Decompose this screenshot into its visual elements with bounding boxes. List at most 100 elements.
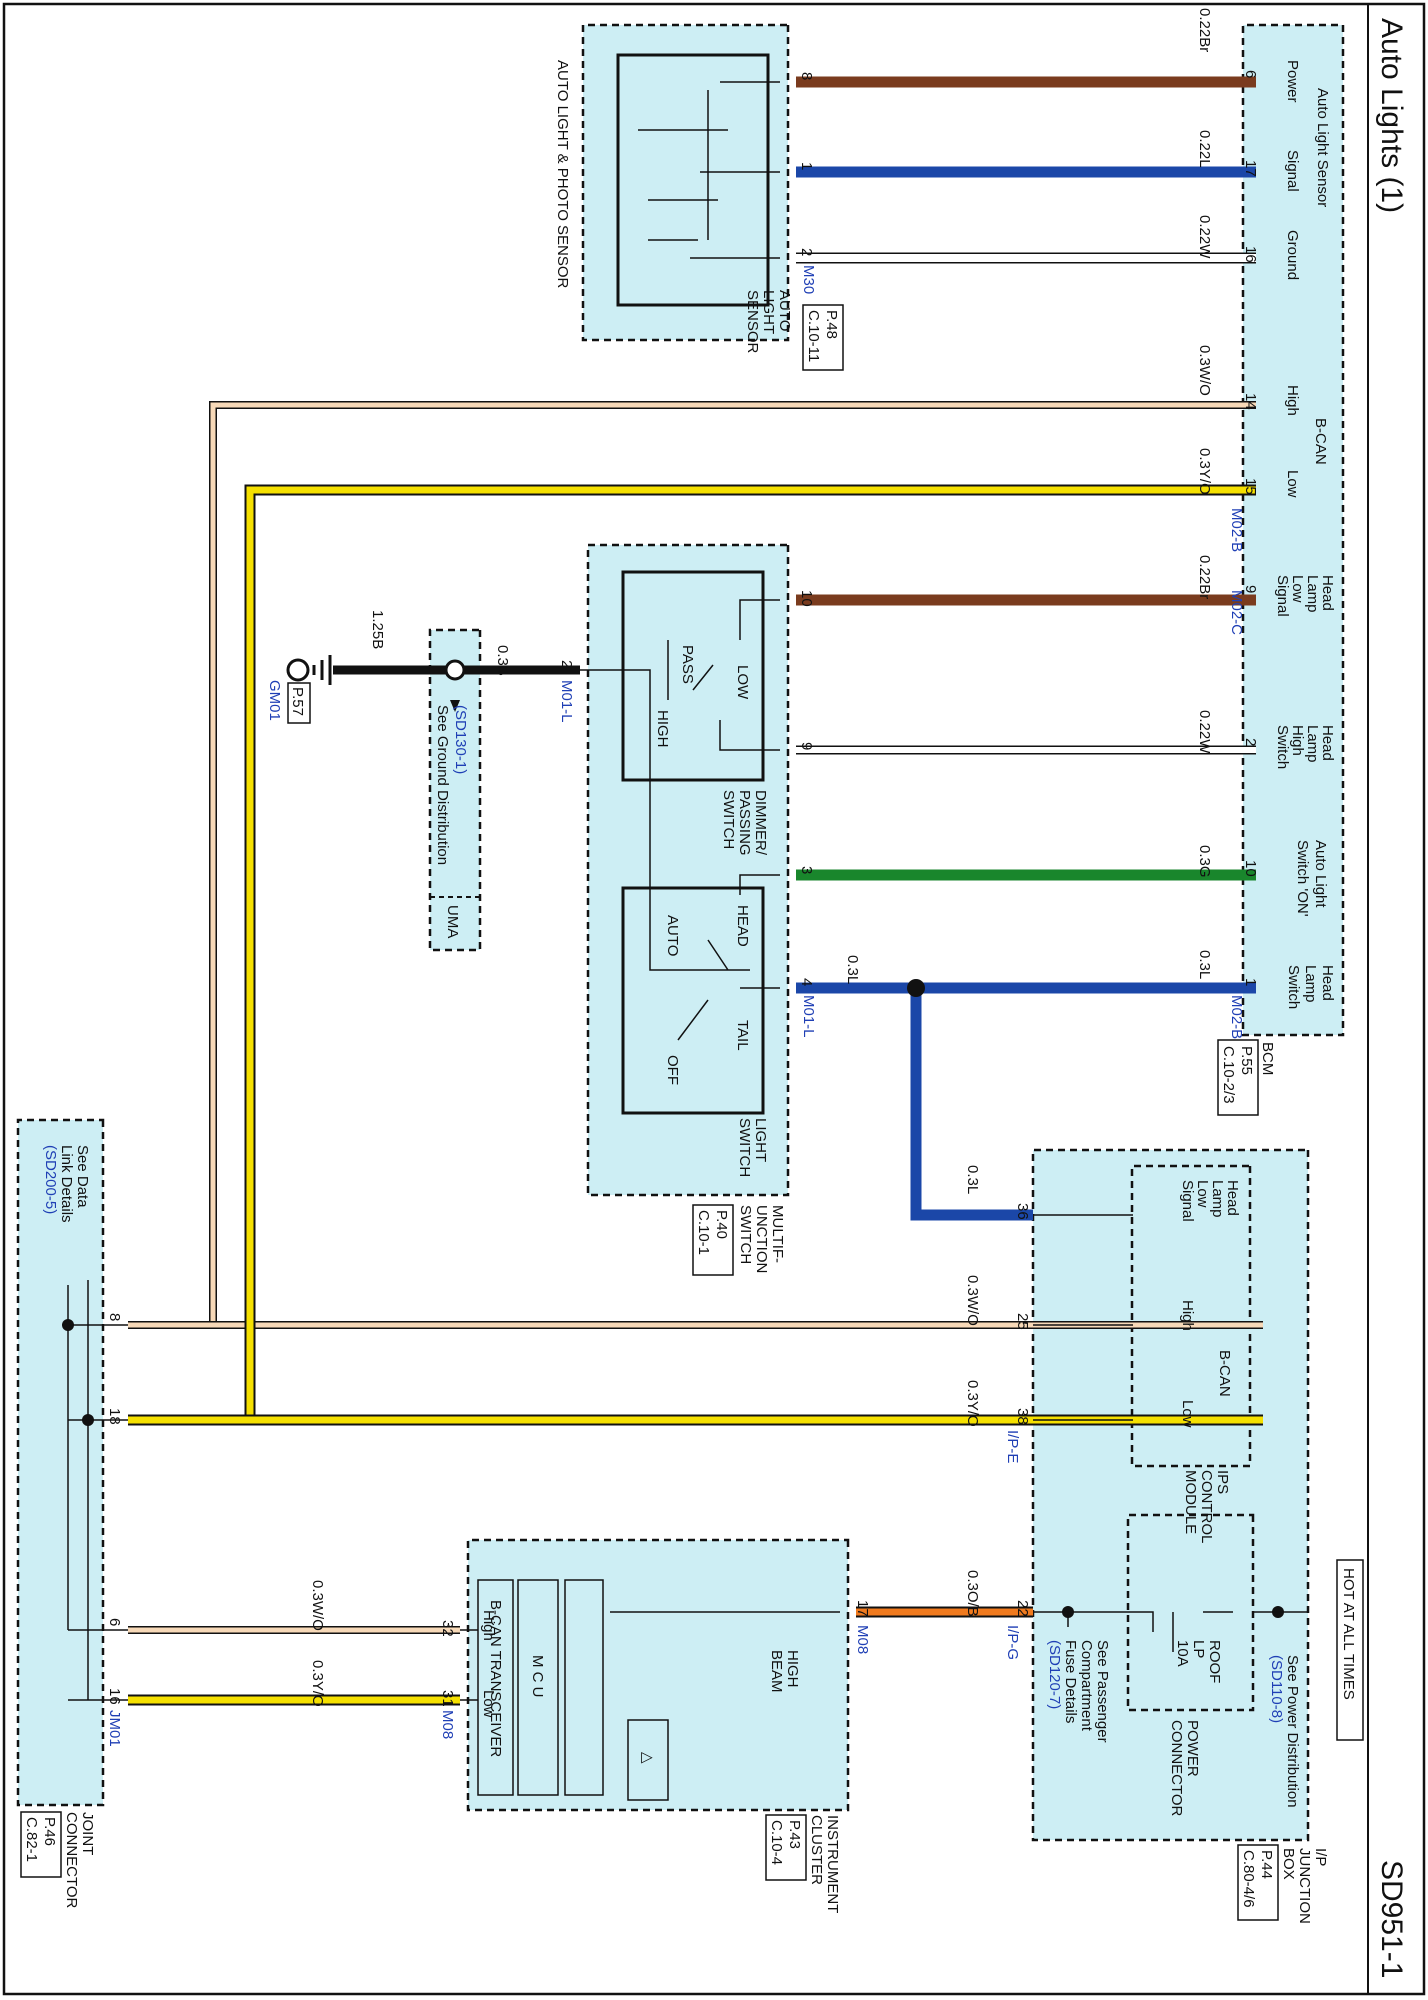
ips-conn-e: I/P-E [1004,1430,1021,1463]
junction-ref-1: P.44 [1258,1850,1275,1879]
wire-label-w6: 0.22Br [1196,555,1213,599]
mfs-name-3: SWITCH [737,1205,754,1264]
wire-label-g2: 1.25B [369,610,386,649]
bcm-bcan-group: B-CAN [1312,418,1329,465]
ips-hl-low-4: Signal [1179,1180,1196,1222]
ips-hl-low-3: Low [1194,1180,1211,1208]
mfs-low: LOW [734,665,751,700]
bcm-pin-14: 14 [1242,393,1259,410]
joint-pin-8: 8 [106,1313,123,1321]
wire-label-g1: 0.3B [494,645,511,676]
bcm-conn-m02c: M02-C [1228,590,1245,635]
mfs-light-1: LIGHT [752,1118,769,1162]
bcm-pin-1: 1 [1242,978,1259,986]
joint-internal-lines [62,1280,128,1701]
sensor-box [581,23,790,342]
joint-see-2: Link Details [58,1145,75,1223]
page-code: SD951-1 [1375,1860,1408,1978]
multifunction-switch-box [586,543,790,1197]
mfs-dimmer-1: DIMMER/ [752,790,769,856]
junction-ref-box [1237,1844,1279,1921]
junction-name-2: JUNCTION [1296,1848,1313,1924]
wire-label-w3: 0.22W [1196,215,1213,259]
joint-see-1: See Data [74,1145,91,1208]
bcm-hl-high-1: Head [1319,725,1336,761]
sensor-internal-lines [638,81,780,259]
ground-see-2: (SD130-1) [452,705,469,774]
bcm-auto-on-1: Auto Light [1312,840,1329,908]
wire-label-w7: 0.22W [1196,710,1213,754]
junction-ref-2: C.80-4/6 [1240,1850,1257,1908]
sensor-ref-2: C.10-11 [805,310,822,362]
cluster-name-2: CLUSTER [808,1815,825,1885]
cluster-mcu: M C U [529,1655,546,1698]
ips-hl-low-1: Head [1224,1180,1241,1216]
sensor-name: AUTO LIGHT & PHOTO SENSOR [554,60,571,289]
sensor-inner-3: SENSOR [744,290,761,354]
mfs-name-1: MULTIF- [769,1205,786,1263]
ips-pin-36: 36 [1014,1203,1031,1220]
cluster-internal-lines [460,1579,840,1801]
joint-pin-16: 16 [106,1688,123,1705]
mfs-ref-2: C.10-1 [695,1210,712,1255]
wire-headlamp-switch [796,979,1256,1221]
bcm-ref-box [1217,1039,1259,1116]
wire-label-w9: 0.3L [1196,950,1213,979]
joint-ref-1: P.46 [41,1817,58,1846]
bcm-high-label: High [1284,385,1301,416]
light-switch-box [621,886,765,1115]
mfs-auto: AUTO [664,915,681,956]
junction-name-3: BOX [1280,1848,1297,1880]
bcm-pin-9: 9 [1242,585,1259,593]
wire-ground-mfs [286,655,580,712]
mfs-conn-1: M01-L [558,680,575,723]
wire-label-w8: 0.3G [1196,845,1213,878]
pwr-conn-2: CONNECTOR [1168,1720,1185,1817]
sensor-pin-8: 8 [798,72,815,80]
bcm-conn-m02b-2: M02-B [1228,995,1245,1039]
mfs-ref-1: P.40 [713,1210,730,1239]
bcm-ref-2: C.10-2/3 [1220,1046,1237,1104]
ips-low: Low [1179,1400,1196,1428]
bcm-power-label: Power [1284,60,1301,103]
joint-conn: JM01 [106,1710,123,1747]
cluster-pin-32: 32 [439,1620,456,1637]
sensor-ref-1: P.48 [823,310,840,339]
mfs-pin-10: 10 [798,590,815,607]
bcm-signal-label: Signal [1284,150,1301,192]
mfs-head: HEAD [734,905,751,947]
wire-label-w5: 0.3Y/O [1196,448,1213,495]
hot-box [1336,1559,1364,1741]
wire-label-w16: 0.3Y/O [309,1660,326,1707]
sensor-inner-1: AUTO [776,290,793,331]
ips-hl-low-2: Lamp [1209,1180,1226,1218]
joint-connector-box [16,1118,105,1807]
mfs-internal-lines [580,599,780,1041]
sensor-conn: M30 [800,265,817,294]
mfs-tail: TAIL [734,1020,751,1051]
joint-name-2: CONNECTOR [63,1812,80,1909]
bcm-hl-low-2: Lamp [1304,575,1321,613]
bcm-hl-switch-3: Switch [1285,965,1302,1009]
cluster-high: High [480,1610,497,1641]
cluster-tri: △ [639,1752,656,1764]
mfs-pin-9: 9 [798,742,815,750]
bcm-pin-10: 10 [1242,860,1259,877]
see-fuse-4: (SD120-7) [1046,1640,1063,1709]
mfs-dimmer-2: PASSING [736,790,753,856]
sensor-inner-2: LIGHT [760,290,777,334]
ground-box [428,628,482,952]
cluster-ref-1: P.43 [786,1820,803,1849]
mfs-light-2: SWITCH [736,1118,753,1177]
see-power-2: (SD110-8) [1268,1655,1285,1723]
mfs-pass: PASS [679,645,696,684]
bcm-hl-low-3: Low [1289,575,1306,603]
high-beam-2: BEAM [768,1650,785,1693]
ground-uma: UMA [444,905,461,938]
wire-label-w4: 0.3W/O [1196,345,1213,396]
bcm-hl-high-4: Switch [1274,725,1291,769]
joint-ref-box [20,1811,62,1878]
ips-name-1: IPS [1214,1470,1231,1494]
